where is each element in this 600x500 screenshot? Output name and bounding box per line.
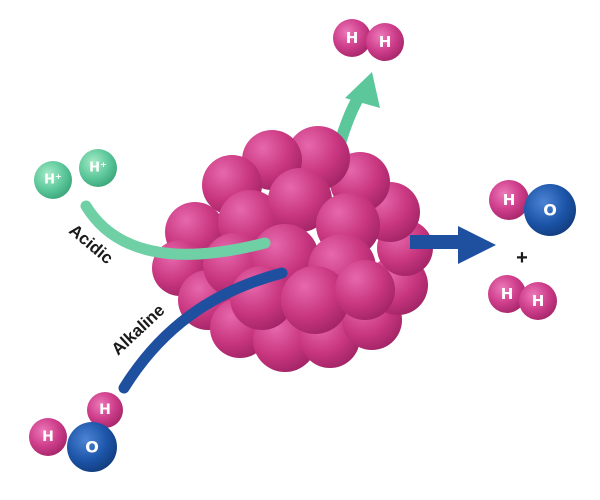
- hydrogen-atom-label: H: [99, 402, 111, 418]
- proton-label: H⁺: [89, 161, 107, 176]
- hydrogen-atom-label: H: [346, 29, 359, 47]
- h2-molecule-top: H H: [333, 19, 404, 61]
- h2-release-arrow: [332, 72, 380, 156]
- alkaline-pathway-arrow: [118, 267, 288, 394]
- hydrogen-atom-label: H: [501, 285, 514, 303]
- h2-molecule-right: H H: [488, 275, 557, 320]
- water-h2-output-arrow: [410, 226, 496, 264]
- proton-pair: H⁺ H⁺: [34, 149, 117, 199]
- oxygen-atom-label: O: [543, 201, 557, 220]
- proton-label: H⁺: [44, 173, 62, 188]
- hydrogen-atom-label: H: [503, 191, 516, 209]
- acidic-pathway-arrow: [80, 200, 271, 260]
- hydrogen-atom-label: H: [379, 33, 392, 51]
- water-molecule-right: H O: [489, 180, 576, 236]
- hydrogen-atom-label: H: [532, 292, 545, 310]
- plus-sign: +: [516, 247, 528, 269]
- water-molecule-left: H H O: [29, 392, 123, 472]
- oxygen-atom-label: O: [85, 438, 99, 457]
- catalyst-cluster: [152, 126, 433, 372]
- hydrogen-atom-label: H: [42, 429, 54, 445]
